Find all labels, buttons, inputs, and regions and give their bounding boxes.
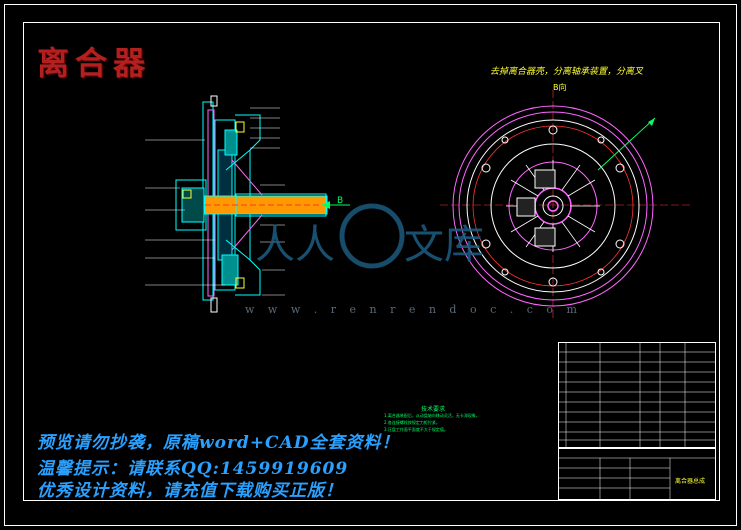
view-caption: 去掉离合器壳，分离轴承装置，分离叉 (490, 67, 644, 77)
drawing-title: 离合器 (37, 44, 152, 82)
technical-notes: 1.离合器装配后，从动盘轴向移动灵活，无卡滞现象。 2.各连接螺栓按规定力矩拧紧… (384, 412, 544, 433)
note-item: 1.离合器装配后，从动盘轴向移动灵活，无卡滞现象。 (384, 413, 480, 418)
clutch-front-view (440, 90, 690, 320)
parts-table (558, 342, 716, 448)
watermark-logo (339, 203, 405, 269)
promo-line-3: 优秀设计资料，请充值下载购买正版！ (37, 481, 343, 501)
view-label: B向 (553, 83, 567, 92)
title-block-name: 离合器总成 (675, 478, 706, 485)
title-block (558, 448, 716, 500)
promo-line-2: 温馨提示：请联系QQ:1459919609 (37, 459, 349, 479)
promo-line-1: 预览请勿抄袭，原稿word+CAD全套资料！ (37, 433, 400, 453)
watermark-left-text: 人人 (255, 222, 335, 268)
note-item: 2.各连接螺栓按规定力矩拧紧。 (384, 420, 440, 425)
notes-title: 技术要求 (421, 406, 446, 413)
clutch-section-view (145, 95, 350, 313)
watermark-url: w w w . r e n r e n d o c . c o m (245, 303, 582, 316)
note-item: 3.压盘工作面平面度不大于规定值。 (384, 427, 448, 432)
drawing-outer-frame (4, 4, 737, 526)
section-arrow-label: B (337, 196, 344, 206)
title-block-grid (558, 457, 716, 500)
watermark-right-text: 文库 (404, 222, 484, 268)
parts-table-grid (558, 342, 716, 448)
drawing-inner-frame (23, 22, 720, 501)
